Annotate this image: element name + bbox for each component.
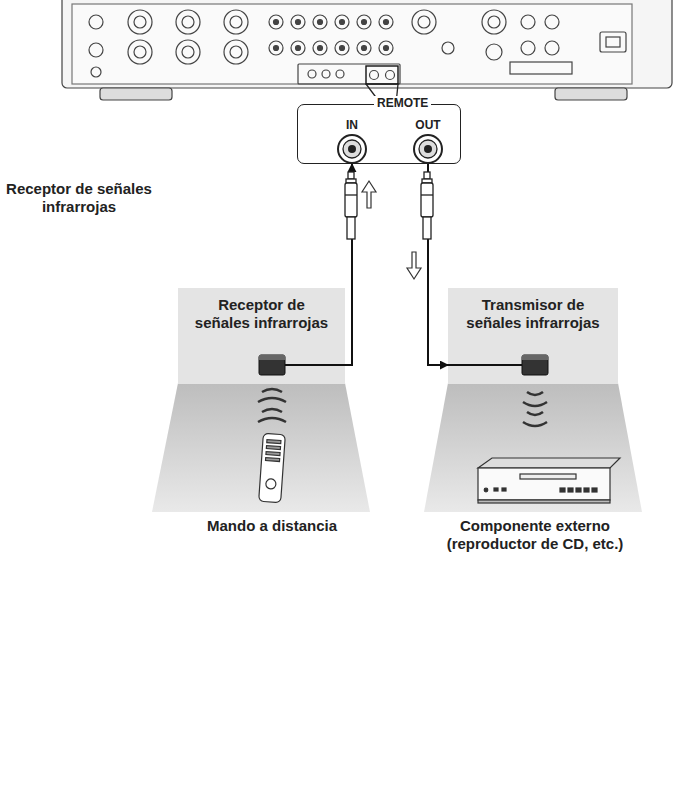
device-panel: Transmisor de señales infrarrojas [448, 288, 618, 384]
device-name: Receptor de señales infrarrojas [192, 288, 332, 332]
callout-box: INOUTREMOTE [297, 104, 461, 164]
panel-heading: REMOTE [374, 96, 431, 111]
signal-direction-arrow [362, 181, 421, 279]
device-name: Transmisor de señales infrarrojas [463, 288, 603, 332]
remote-control [259, 433, 286, 502]
jack-terminal: OUT [408, 118, 448, 164]
plug [345, 172, 357, 239]
device-caption: Mando a distancia [182, 517, 362, 535]
device-panel: Receptor de señales infrarrojas [178, 288, 345, 384]
terminal-name: IN [332, 118, 372, 132]
ir-waves-left [258, 389, 286, 422]
device-caption: Componente externo (reproductor de CD, e… [425, 517, 645, 553]
jack-terminal: IN [332, 118, 372, 164]
plug [421, 172, 433, 239]
floor-left [152, 383, 370, 512]
part-label: Receptor de señales infrarrojas [4, 180, 154, 216]
ir-waves-right [523, 392, 547, 426]
terminal-name: OUT [408, 118, 448, 132]
floor-right [424, 383, 642, 512]
cd-player [478, 458, 620, 503]
